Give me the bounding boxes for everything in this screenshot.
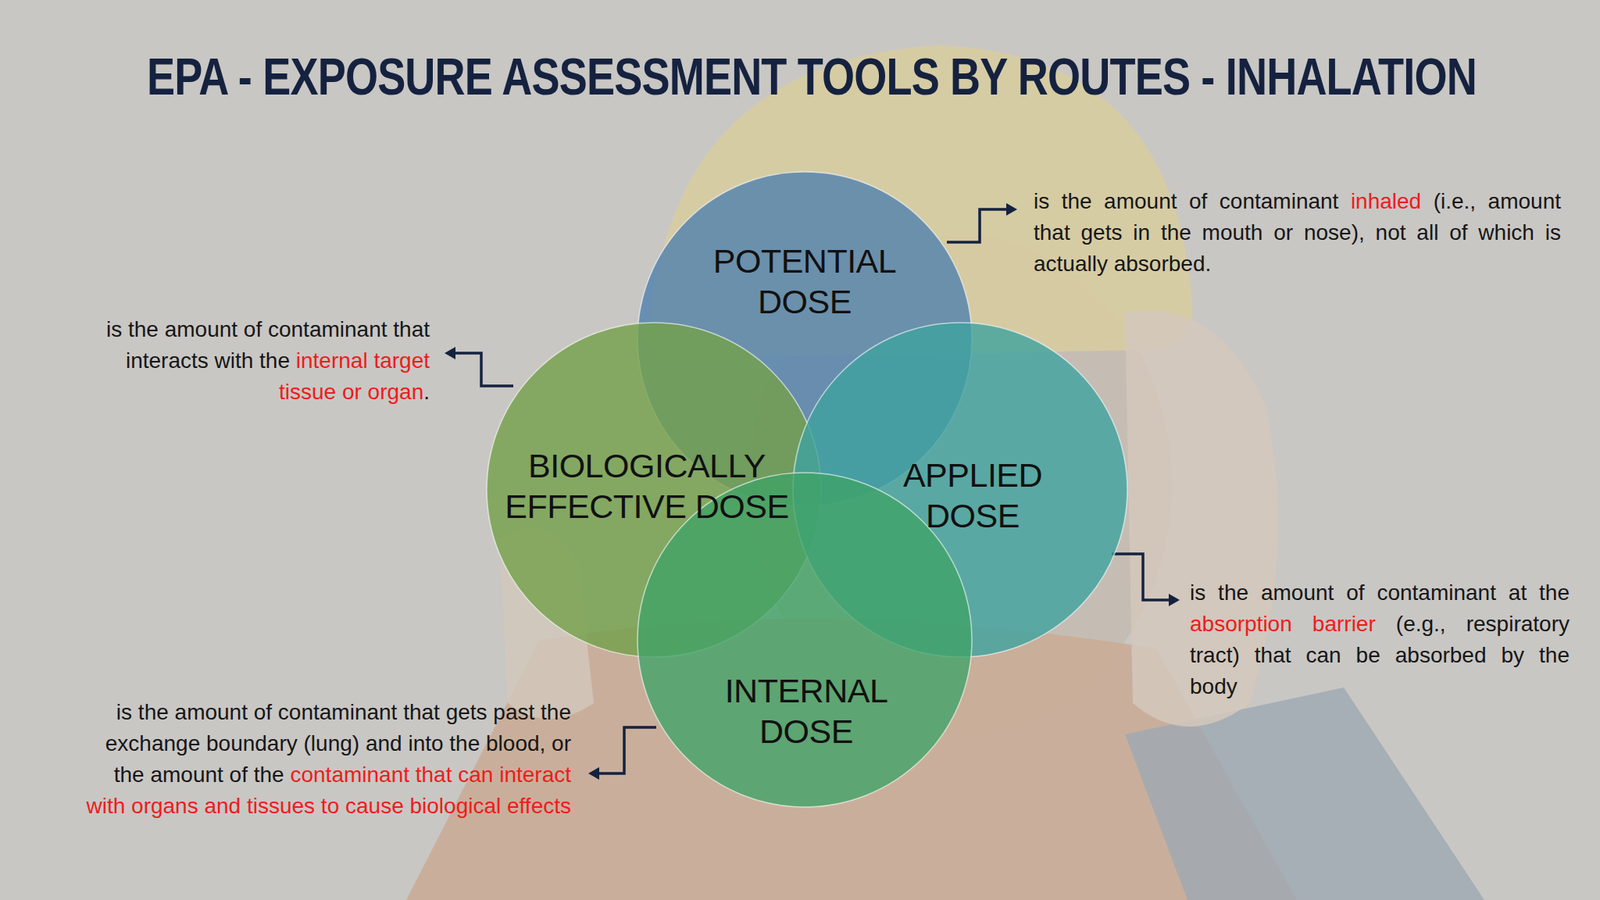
circle-shape <box>637 472 972 808</box>
arrowhead <box>444 346 456 360</box>
text-holder: APPLIED DOSE <box>882 454 1063 536</box>
arrowhead <box>1006 203 1018 216</box>
arrowhead <box>1168 593 1180 607</box>
circle-label: BIOLOGICALLY EFFECTIVE DOSE <box>482 445 811 527</box>
leader-line <box>453 353 514 386</box>
text-holder: POTENTIAL DOSE <box>699 240 911 322</box>
highlight: absorption barrier <box>1189 611 1376 636</box>
circle-label: APPLIED DOSE <box>882 454 1063 536</box>
description-text: is the amount of contaminant inhaled (i.… <box>1033 185 1561 280</box>
text-holder: INTERNAL DOSE <box>708 670 904 752</box>
highlight: contaminant that can interact with organ… <box>85 762 572 818</box>
description-text: is the amount of contaminant that gets p… <box>73 696 572 822</box>
title-bar: EPA - EXPOSURE ASSESSMENT TOOLS BY ROUTE… <box>0 46 1600 107</box>
circle-label: POTENTIAL DOSE <box>699 240 911 322</box>
leader-line <box>946 209 1008 243</box>
text-holder: BIOLOGICALLY EFFECTIVE DOSE <box>482 445 811 527</box>
arrowhead <box>588 767 600 780</box>
highlight: inhaled <box>1350 189 1422 214</box>
leader-line <box>597 727 657 774</box>
highlight: internal target tissue or organ <box>278 348 430 404</box>
title: EPA - EXPOSURE ASSESSMENT TOOLS BY ROUTE… <box>146 46 1477 107</box>
leader-line <box>1111 553 1171 600</box>
description-text: is the amount of contaminant that intera… <box>79 314 430 408</box>
description-text: is the amount of contaminant at the abso… <box>1189 577 1570 703</box>
circle-label: INTERNAL DOSE <box>708 670 904 752</box>
